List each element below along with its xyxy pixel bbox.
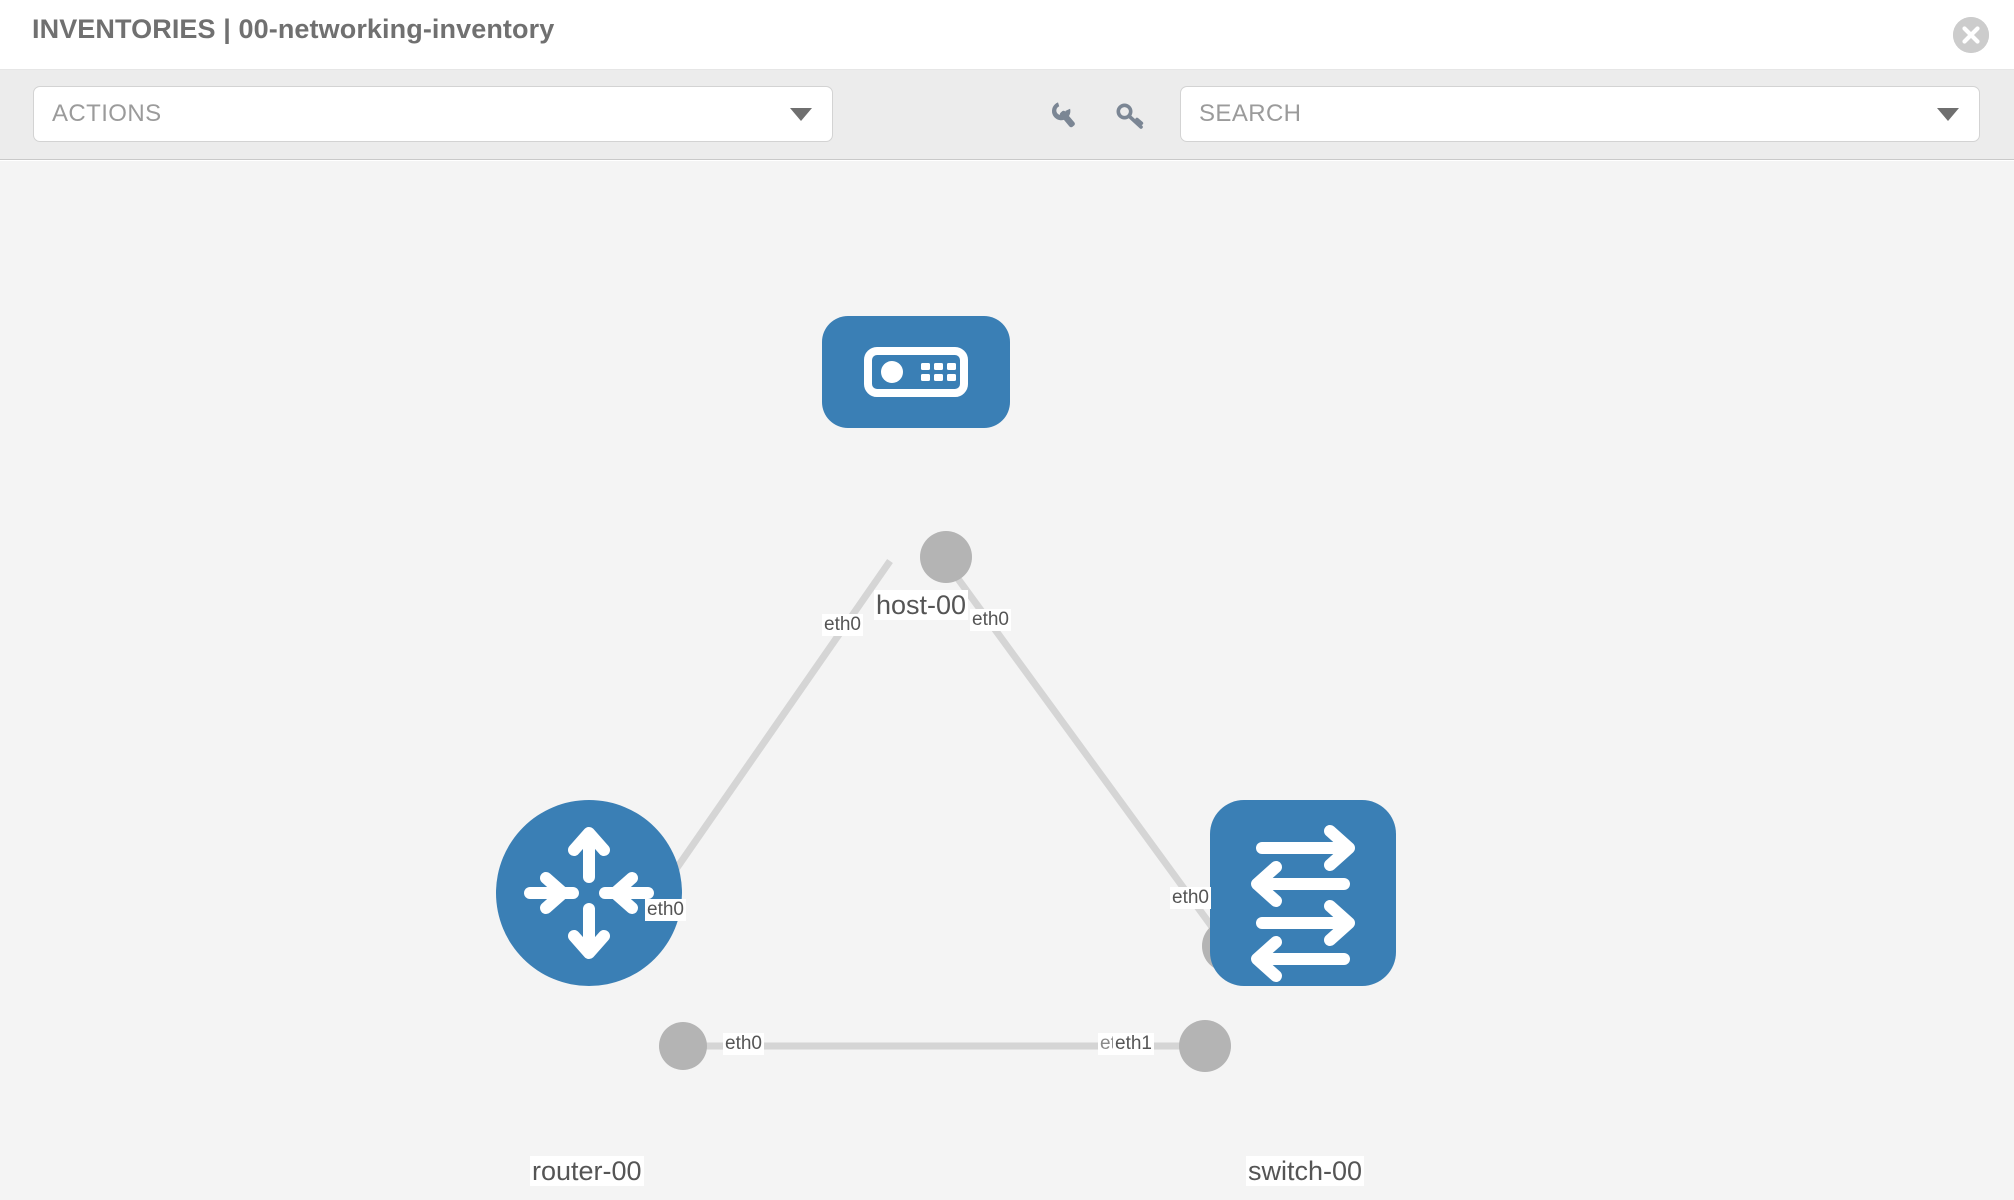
node-label-switch-00: switch-00	[1246, 1156, 1365, 1187]
toolbar: ACTIONS SEARCH	[0, 70, 2014, 160]
port-knob-host[interactable]	[920, 531, 972, 583]
close-icon	[1953, 17, 1989, 53]
server-icon	[864, 347, 968, 397]
port-label-router-eth0-up: eth0	[645, 899, 686, 921]
switch-arrows-icon	[1251, 825, 1355, 982]
port-label-switch-eth0-up: eth0	[1170, 887, 1211, 909]
port-knob-router-right[interactable]	[659, 1022, 707, 1070]
window-header: INVENTORIES | 00-networking-inventory	[0, 0, 2014, 70]
node-label-host-00: host-00	[874, 590, 969, 621]
server-icon-vents	[921, 363, 956, 381]
close-button[interactable]	[1953, 17, 1989, 53]
page-title: INVENTORIES | 00-networking-inventory	[32, 14, 555, 44]
topology-graph	[496, 316, 1396, 1072]
node-switch-00[interactable]	[1210, 800, 1396, 986]
port-label-host-eth0-right: eth0	[970, 609, 1011, 631]
port-label-host-eth0-left: eth0	[822, 614, 863, 636]
search-input-value: SEARCH	[1199, 100, 1302, 127]
key-icon	[1116, 103, 1144, 129]
key-button[interactable]	[1113, 98, 1147, 132]
port-label-router-eth0-right: eth0	[723, 1033, 764, 1055]
chevron-down-icon	[790, 107, 812, 121]
search-input[interactable]: SEARCH	[1180, 86, 1980, 142]
topology-canvas[interactable]: host-00 router-00 switch-00 eth0 eth0 et…	[0, 161, 2014, 1200]
port-label-switch-eth1-left: eth1	[1113, 1033, 1154, 1055]
actions-dropdown[interactable]: ACTIONS	[33, 86, 833, 142]
actions-dropdown-label: ACTIONS	[52, 100, 162, 127]
wrench-button[interactable]	[1047, 98, 1081, 132]
server-icon-led	[881, 361, 903, 383]
router-arrows-icon	[524, 827, 654, 959]
port-knob-switch-left[interactable]	[1179, 1020, 1231, 1072]
wrench-icon	[1052, 102, 1075, 128]
chevron-down-icon	[1937, 107, 1959, 121]
node-router-00[interactable]	[496, 800, 682, 986]
node-label-router-00: router-00	[530, 1156, 644, 1187]
node-host-00[interactable]	[822, 316, 1010, 428]
